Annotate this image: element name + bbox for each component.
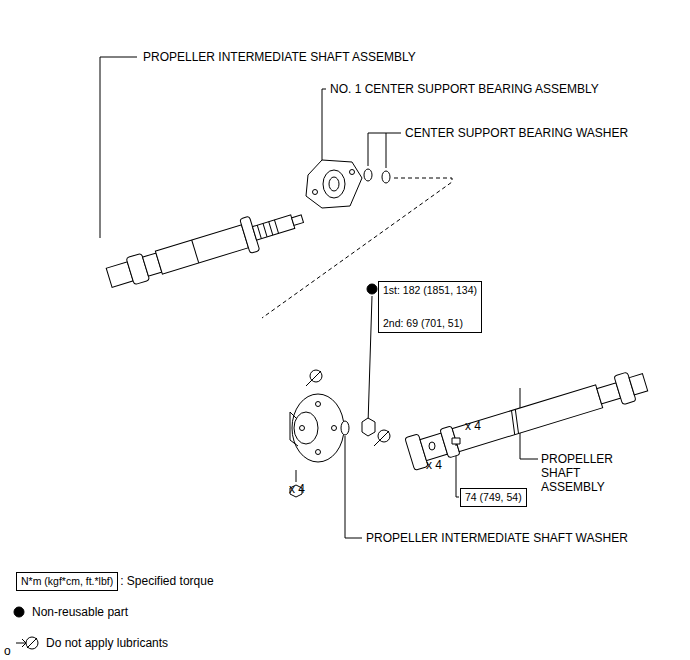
torque-text: 2nd: 69 (701, 51) (383, 317, 477, 330)
part-name: CENTER SUPPORT BEARING WASHER (405, 126, 628, 140)
torque-text: 74 (749, 54) (465, 491, 522, 504)
part-name: PROPELLER SHAFT ASSEMBLY (541, 452, 646, 494)
legend-torque-box: N*m (kgf*cm, ft.*lbf) (16, 572, 118, 591)
torque-box: 1st: 182 (1851, 134) 2nd: 69 (701, 51) (378, 281, 482, 333)
quantity: x 4 (465, 419, 481, 433)
leader-line (368, 296, 372, 424)
quantity: x 4 (289, 482, 305, 496)
leader-line (322, 89, 326, 160)
washer (382, 171, 390, 183)
leader-line (100, 57, 137, 238)
page-mark: o (4, 644, 11, 658)
flange (290, 394, 344, 462)
part-name: PROPELLER INTERMEDIATE SHAFT ASSEMBLY (143, 50, 416, 64)
non-reusable-dot (367, 284, 377, 294)
center-bearing (306, 160, 362, 208)
torque-text: N*m (kgf*cm, ft.*lbf) (21, 575, 113, 588)
washer (429, 442, 435, 450)
intermediate-shaft (104, 202, 308, 295)
no-lubricant-symbol (16, 370, 390, 649)
leader-line (345, 436, 362, 538)
propeller-shaft (405, 366, 650, 470)
leader-bracket (368, 133, 401, 168)
part-name: PROPELLER INTERMEDIATE SHAFT WASHER (366, 531, 628, 545)
torque-text: 1st: 182 (1851, 134) (383, 284, 477, 297)
washer (364, 169, 372, 181)
legend-text: Non-reusable part (32, 605, 128, 619)
legend-text: Do not apply lubricants (46, 636, 168, 650)
washer (341, 421, 349, 435)
non-reusable-dot (14, 607, 24, 617)
legend-text: : Specified torque (120, 574, 213, 588)
part-name: NO. 1 CENTER SUPPORT BEARING ASSEMBLY (330, 82, 599, 96)
quantity: x 4 (426, 458, 442, 472)
bolt (452, 438, 460, 446)
nut (362, 418, 375, 436)
torque-box: 74 (749, 54) (460, 488, 527, 507)
leader-line (296, 470, 297, 482)
